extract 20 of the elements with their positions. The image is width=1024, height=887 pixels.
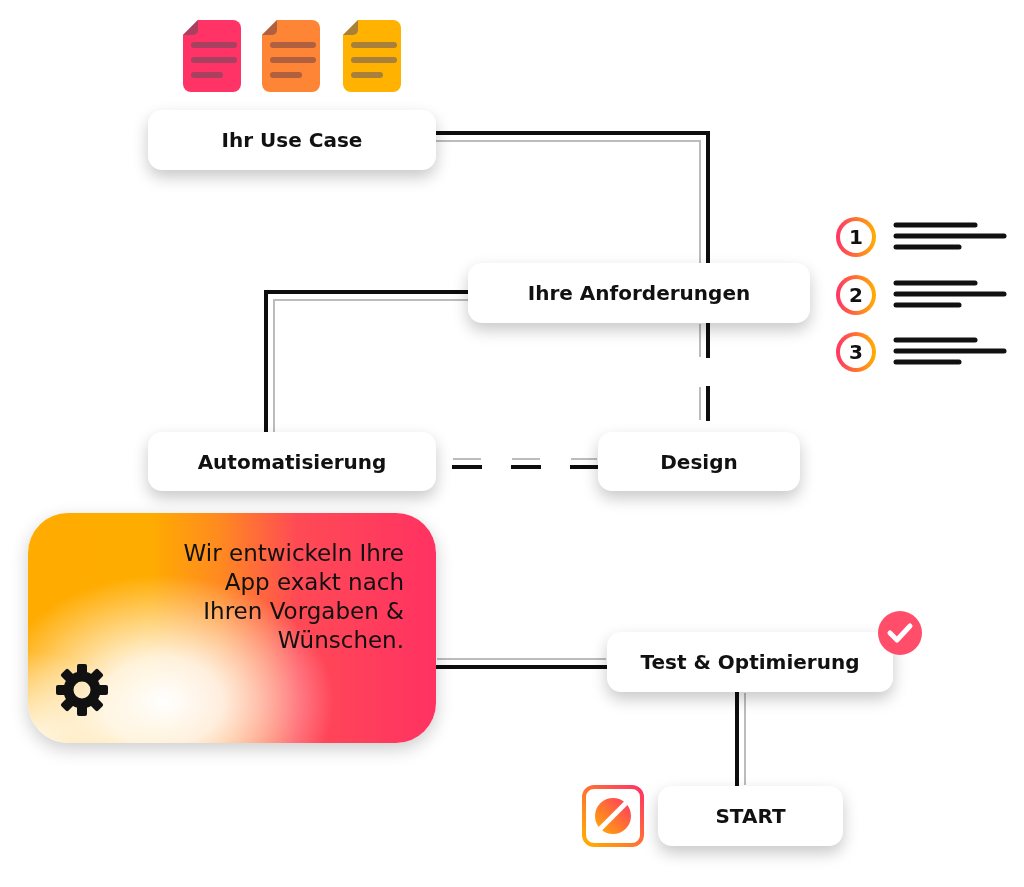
node-label: Ihr Use Case — [221, 128, 363, 152]
process-box — [148, 110, 436, 170]
process-box — [658, 786, 843, 846]
step-number: 2 — [849, 285, 863, 305]
node-label: Automatisierung — [197, 449, 387, 474]
process-box — [598, 432, 800, 491]
info-card — [28, 513, 436, 743]
node-label: START — [715, 804, 786, 828]
connector-line — [735, 692, 739, 786]
node-label: Ihre Anforderungen — [527, 281, 751, 305]
node-label: Design — [660, 449, 738, 474]
node-label: Test & Optimierung — [640, 650, 860, 674]
connector-line — [436, 665, 607, 669]
step-number: 1 — [849, 227, 863, 247]
card-text: Wir entwickeln Ihre App exakt nach Ihren Vorgaben & Wünschen. — [182, 539, 404, 655]
process-box — [148, 432, 436, 491]
connector-line — [436, 131, 710, 263]
connector-line — [264, 290, 468, 432]
process-box — [468, 263, 810, 323]
step-number: 3 — [849, 342, 863, 362]
